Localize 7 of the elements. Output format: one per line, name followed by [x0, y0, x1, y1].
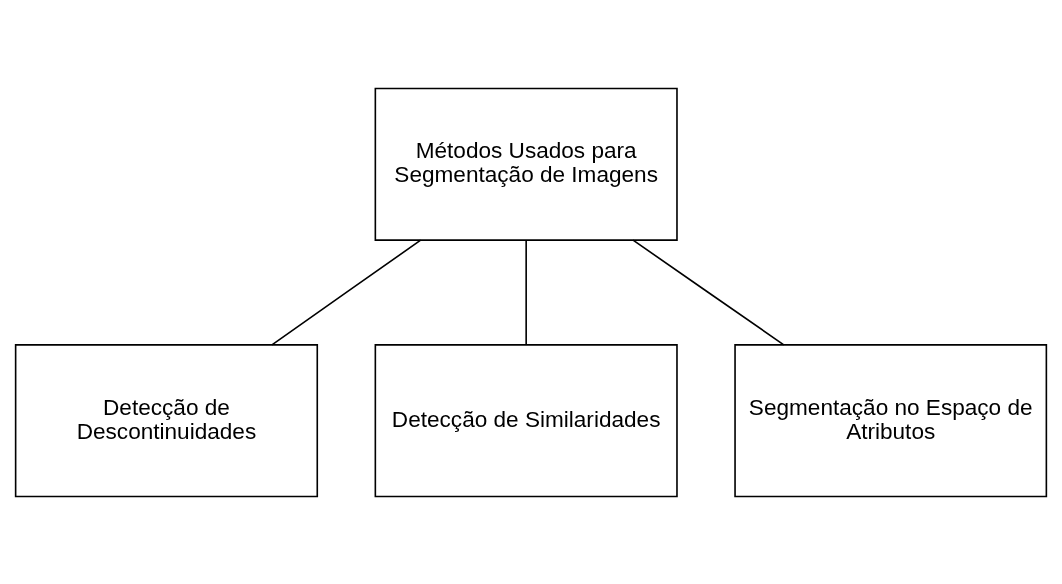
connector: [271, 238, 422, 346]
node-box: Detecção de Similaridades: [374, 343, 678, 497]
node-box: Detecção de Descontinuidades: [14, 343, 319, 497]
node-box: Métodos Usados para Segmentação de Imagens: [374, 87, 678, 241]
connector: [632, 238, 785, 346]
node-box: Segmentação no Espaço de Atributos: [734, 343, 1048, 497]
connector: [525, 239, 527, 345]
